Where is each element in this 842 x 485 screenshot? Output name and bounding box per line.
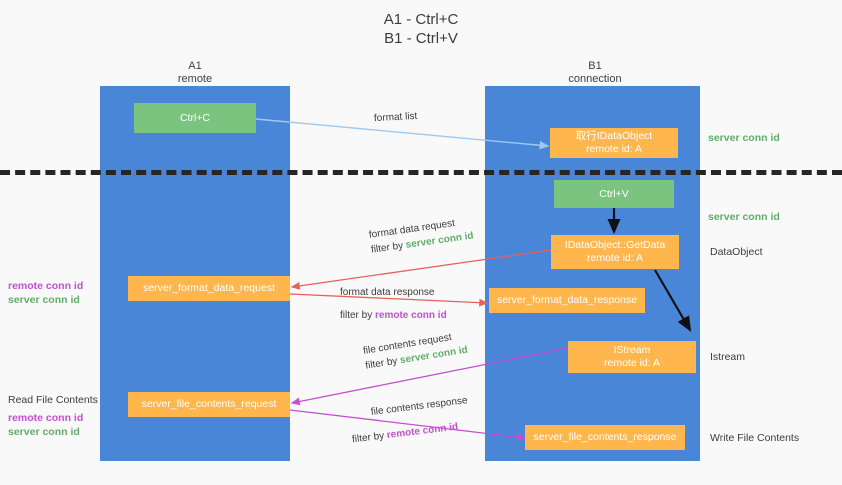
left-label-group-2: remote conn id server conn id: [8, 411, 98, 439]
node-ctrl-c[interactable]: Ctrl+C: [134, 103, 256, 133]
right-label-server-conn-id-2: server conn id: [708, 211, 780, 223]
right-label-write-file-contents: Write File Contents: [710, 432, 800, 444]
right-label-server-conn-id-1: server conn id: [708, 132, 780, 144]
column-b1-sub: connection: [568, 73, 622, 85]
column-b1-name: B1: [588, 60, 602, 72]
filter-value-remote-conn-id-1: remote conn id: [375, 310, 447, 321]
phase-separator: [0, 170, 842, 175]
node-server-format-data-request[interactable]: server_format_data_request: [128, 276, 290, 301]
node-server-format-data-response[interactable]: server_format_data_response: [489, 288, 645, 313]
edge-label-file-contents-request: file contents request filter by server c…: [362, 328, 469, 374]
edge-label-format-data-request: format data request filter by server con…: [368, 214, 475, 258]
filter-prefix-1: filter by: [370, 239, 407, 256]
filter-value-remote-conn-id-2: remote conn id: [386, 421, 459, 442]
left-label-read-file-contents: Read File Contents: [8, 394, 98, 406]
left-label-remote-conn-id-1: remote conn id: [8, 280, 84, 292]
title-line-1: A1 - Ctrl+C: [383, 11, 459, 28]
edge-label-file-contents-response: file contents response filter by remote …: [351, 393, 471, 445]
node-idataobject[interactable]: 取行IDataObject remote id: A: [550, 128, 678, 158]
left-label-server-conn-id-1: server conn id: [8, 294, 80, 306]
node-ctrl-v-label: Ctrl+V: [599, 187, 629, 200]
edge-label-format-data-response: format data response filter by remote co…: [340, 285, 447, 323]
filter-prefix-4: filter by: [351, 430, 388, 446]
column-header-a1: A1 remote: [140, 60, 250, 86]
filter-prefix-2: filter by: [340, 310, 376, 321]
node-idataobject-getdata-line1: IDataObject::GetData: [564, 239, 666, 251]
node-istream-line2: remote id: A: [603, 357, 661, 369]
node-server-format-data-response-label: server_format_data_response: [496, 294, 638, 306]
column-a1-name: A1: [188, 60, 202, 72]
node-idataobject-line2: remote id: A: [585, 143, 643, 155]
node-idataobject-getdata[interactable]: IDataObject::GetData remote id: A: [551, 235, 679, 269]
edge-label-file-contents-response-filter: filter by remote conn id: [351, 418, 471, 447]
node-server-format-data-request-label: server_format_data_request: [143, 282, 275, 294]
page-title: A1 - Ctrl+C B1 - Ctrl+V: [0, 10, 842, 48]
node-istream-line1: IStream: [613, 344, 651, 356]
node-ctrl-c-label: Ctrl+C: [179, 111, 211, 124]
node-server-file-contents-request-label: server_file_contents_request: [141, 398, 277, 410]
right-label-istream: Istream: [710, 351, 746, 363]
edge-label-format-data-response-text: format data response: [340, 287, 435, 298]
edge-label-format-list: format list: [373, 110, 418, 125]
node-server-file-contents-response-label: server_file_contents_response: [533, 431, 677, 443]
node-istream[interactable]: IStream remote id: A: [568, 341, 696, 373]
edge-label-file-contents-response-text: file contents response: [370, 395, 469, 418]
filter-prefix-3: filter by: [364, 355, 401, 372]
right-label-dataobject: DataObject: [710, 246, 763, 258]
node-idataobject-line1: 取行IDataObject: [575, 130, 653, 142]
node-server-file-contents-response[interactable]: server_file_contents_response: [525, 425, 685, 450]
column-a1-sub: remote: [177, 73, 213, 85]
left-label-remote-conn-id-2: remote conn id: [8, 412, 84, 424]
node-server-file-contents-request[interactable]: server_file_contents_request: [128, 392, 290, 417]
node-idataobject-getdata-line2: remote id: A: [586, 252, 644, 264]
left-label-server-conn-id-2: server conn id: [8, 426, 80, 438]
node-ctrl-v[interactable]: Ctrl+V: [554, 180, 674, 208]
title-line-2: B1 - Ctrl+V: [384, 30, 458, 47]
edge-label-format-data-response-filter: filter by remote conn id: [340, 308, 447, 323]
left-label-group-1: remote conn id server conn id: [8, 279, 98, 307]
column-header-b1: B1 connection: [540, 60, 650, 86]
